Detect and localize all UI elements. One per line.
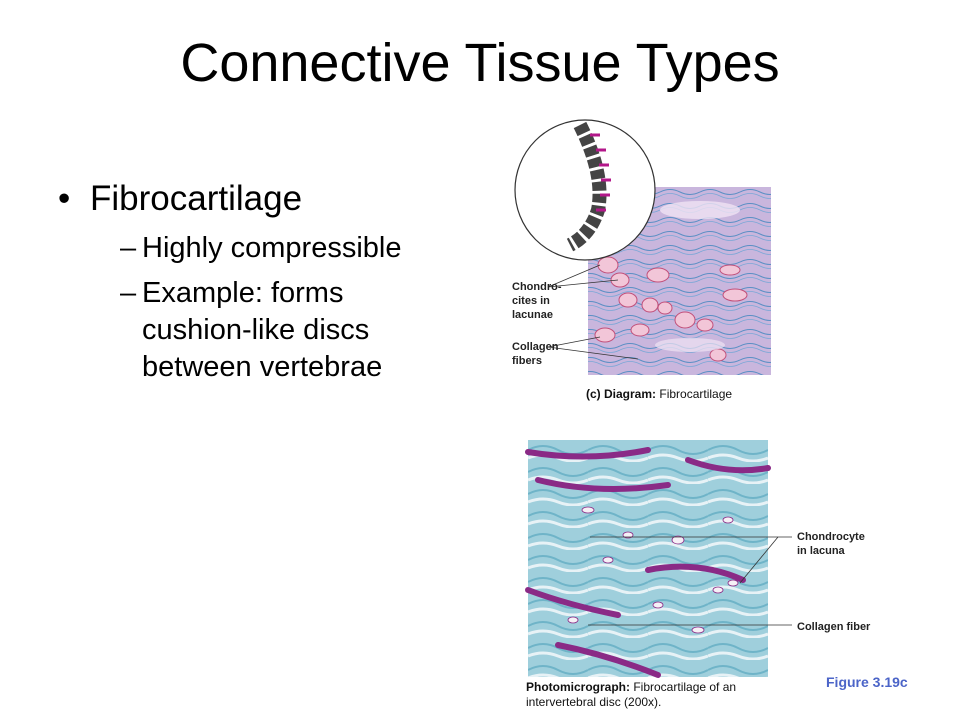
figure-reference: Figure 3.19c	[826, 674, 908, 690]
label-chondrocyte-lacuna: Chondrocyte in lacuna	[797, 531, 865, 557]
subbullet-compressible: – Highly compressible	[120, 230, 418, 267]
bullet-list: • Fibrocartilage – Highly compressible –…	[58, 176, 418, 386]
diagram-caption: (c) Diagram: Fibrocartilage	[586, 387, 733, 401]
subbullet-text: Example: forms cushion-like discs betwee…	[142, 277, 383, 383]
slide-title: Connective Tissue Types	[180, 33, 780, 93]
subbullet-dash: –	[120, 232, 137, 264]
bullet-dot: •	[58, 179, 71, 218]
fibrocartilage-photomicrograph	[525, 440, 792, 678]
label-chondrocites: Chondro- cites in lacunae	[512, 281, 562, 321]
photo-caption: Photomicrograph: Fibrocartilage of an in…	[526, 680, 737, 709]
fibrocartilage-diagram	[514, 119, 771, 375]
bullet-fibrocartilage: • Fibrocartilage	[58, 176, 418, 222]
subbullet-dash: –	[120, 277, 137, 309]
label-collagen-fibers: Collagen fibers	[512, 341, 559, 367]
bullet-text: Fibrocartilage	[90, 179, 303, 218]
subbullet-example: – Example: forms cushion-like discs betw…	[120, 275, 418, 386]
subbullet-text: Highly compressible	[142, 232, 402, 264]
label-collagen-fiber: Collagen fiber	[797, 621, 871, 633]
